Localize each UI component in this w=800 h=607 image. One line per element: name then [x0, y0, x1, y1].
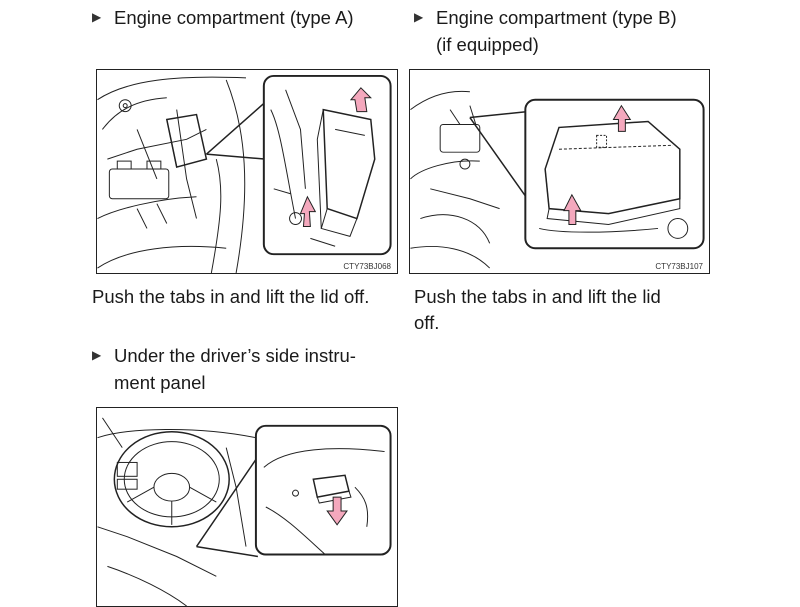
figure-code: CTY73BJ068 — [343, 262, 391, 271]
engine-type-a-illustration — [97, 74, 392, 273]
triangle-right-icon: ▶ — [92, 10, 102, 24]
instrument-panel-illustration — [97, 417, 392, 606]
heading-engine-type-a: ▶ Engine compartment (type A) — [92, 4, 354, 31]
caption-engine-type-a: Push the tabs in and lift the lid off. — [92, 286, 370, 307]
figure-instrument-panel — [96, 407, 398, 607]
up-arrow-icon — [612, 104, 632, 132]
engine-type-b-illustration — [410, 90, 705, 269]
figure-code: CTY73BJ107 — [655, 262, 703, 271]
heading-text: Engine compartment (type B) (if equipped… — [436, 7, 677, 55]
triangle-right-icon: ▶ — [92, 348, 102, 362]
heading-text: Under the driver’s side instru- ment pan… — [114, 345, 356, 393]
caption-engine-type-b: Push the tabs in and lift the lid off. — [414, 286, 661, 333]
down-arrow-icon — [326, 496, 348, 526]
heading-instrument-panel: ▶ Under the driver’s side instru- ment p… — [92, 342, 356, 396]
up-arrow-icon — [563, 193, 582, 225]
figure-engine-type-a: CTY73BJ068 — [96, 69, 398, 274]
up-arrow-icon — [299, 195, 317, 227]
figure-engine-type-b: CTY73BJ107 — [409, 69, 710, 274]
heading-engine-type-b: ▶ Engine compartment (type B) (if equipp… — [414, 4, 677, 58]
up-arrow-icon — [349, 87, 372, 113]
heading-text: Engine compartment (type A) — [114, 7, 354, 28]
triangle-right-icon: ▶ — [414, 10, 424, 24]
